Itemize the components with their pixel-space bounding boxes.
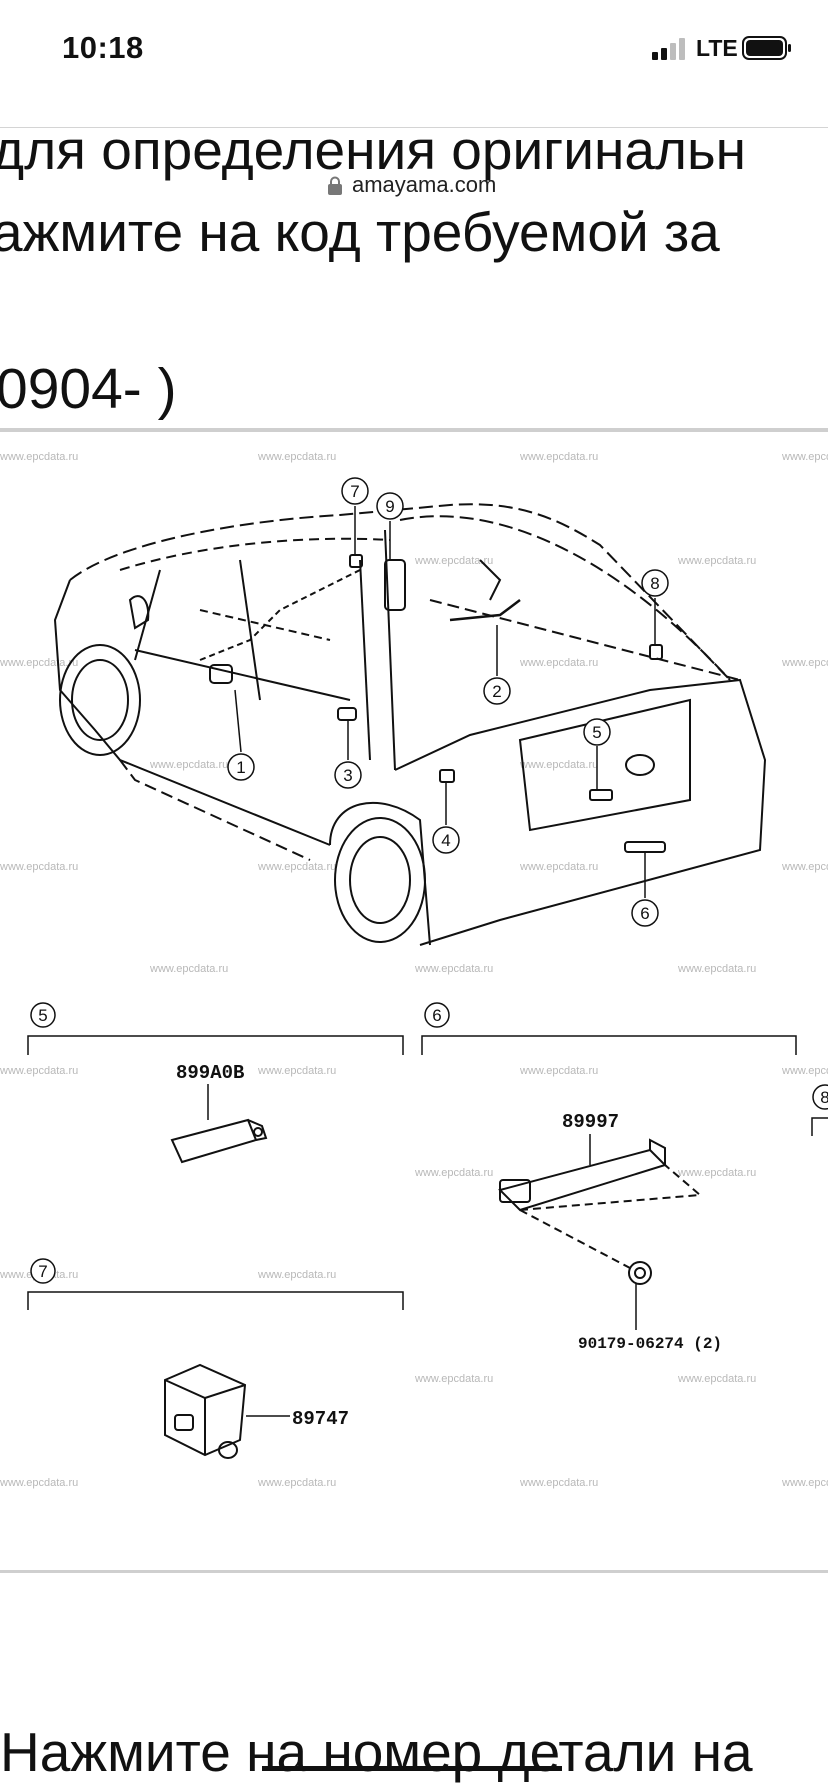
url-text[interactable]: amayama.com xyxy=(352,172,497,197)
footer-overlay-bar xyxy=(262,1766,562,1771)
section-number: 6 xyxy=(432,1006,441,1025)
svg-text:1: 1 xyxy=(236,758,245,777)
watermark: www.epcdata.ru xyxy=(257,1269,336,1281)
watermark: www.epcdata.ru xyxy=(0,1065,78,1077)
section-number: 7 xyxy=(38,1262,47,1281)
section-5[interactable]: 5 899A0B xyxy=(27,1002,404,1164)
watermark: www.epcdata.ru xyxy=(519,657,598,669)
part-number-90179-06274: 90179-06274 (2) xyxy=(578,1335,722,1353)
diagram-top-divider xyxy=(0,428,828,432)
svg-text:9: 9 xyxy=(385,497,394,516)
address-bar-divider xyxy=(0,127,828,128)
watermark: www.epcdata.ru xyxy=(414,1373,493,1385)
section-7[interactable]: 7 89747 xyxy=(27,1258,404,1459)
part-899A0B-drawing xyxy=(170,1118,268,1164)
watermark: www.epcdata.ru xyxy=(0,451,78,463)
watermark: www.epcdata.ru xyxy=(781,861,828,873)
section-number: 8 xyxy=(820,1088,828,1107)
section-number: 5 xyxy=(38,1006,47,1025)
svg-text:3: 3 xyxy=(343,766,352,785)
footer-instruction-text: Нажмите на номер детали на xyxy=(0,1721,753,1783)
callout-7: 7 xyxy=(341,477,369,555)
status-bar: 10:18 LTE xyxy=(0,0,828,88)
watermark: www.epcdata.ru xyxy=(519,451,598,463)
callout-8: 8 xyxy=(641,569,669,645)
part-number-899A0B: 899A0B xyxy=(176,1062,244,1084)
part-89747-drawing xyxy=(164,1363,247,1459)
lock-icon xyxy=(328,176,342,195)
svg-text:6: 6 xyxy=(640,904,649,923)
watermark: www.epcdata.ru xyxy=(781,451,828,463)
watermark: www.epcdata.ru xyxy=(519,861,598,873)
svg-text:7: 7 xyxy=(350,482,359,501)
callout-9: 9 xyxy=(376,492,404,560)
callout-5: 5 xyxy=(583,718,611,790)
model-code-range: 0904- ) xyxy=(0,357,177,421)
svg-text:5: 5 xyxy=(592,723,601,742)
watermark: www.epcdata.ru xyxy=(414,1167,493,1179)
watermark: www.epcdata.ru xyxy=(677,963,756,975)
network-type: LTE xyxy=(696,35,738,61)
signal-icon xyxy=(652,38,685,60)
instruction-text-line-1: для определения оригинальн xyxy=(0,119,747,181)
watermarks: www.epcdata.ru www.epcdata.ru www.epcdat… xyxy=(0,451,828,1489)
svg-text:8: 8 xyxy=(650,574,659,593)
parts-diagram[interactable]: www.epcdata.ru www.epcdata.ru www.epcdat… xyxy=(0,436,828,1566)
part-number-89997: 89997 xyxy=(562,1111,619,1133)
watermark: www.epcdata.ru xyxy=(677,1373,756,1385)
watermark: www.epcdata.ru xyxy=(414,963,493,975)
watermark: www.epcdata.ru xyxy=(149,963,228,975)
svg-text:2: 2 xyxy=(492,682,501,701)
watermark: www.epcdata.ru xyxy=(781,1477,828,1489)
watermark: www.epcdata.ru xyxy=(677,1167,756,1179)
watermark: www.epcdata.ru xyxy=(0,861,78,873)
callout-markers[interactable]: 1 2 3 4 5 6 7 xyxy=(227,477,669,927)
callout-2: 2 xyxy=(483,625,511,705)
watermark: www.epcdata.ru xyxy=(677,555,756,567)
watermark: www.epcdata.ru xyxy=(781,1065,828,1077)
watermark: www.epcdata.ru xyxy=(257,451,336,463)
instruction-text-line-2: ажмите на код требуемой за xyxy=(0,201,720,263)
watermark: www.epcdata.ru xyxy=(0,657,78,669)
callout-1: 1 xyxy=(227,689,255,781)
watermark: www.epcdata.ru xyxy=(149,759,228,771)
section-8[interactable]: 8 xyxy=(811,1084,828,1136)
watermark: www.epcdata.ru xyxy=(257,1065,336,1077)
section-6[interactable]: 6 89997 90179-06274 (2) xyxy=(421,1002,797,1353)
watermark: www.epcdata.ru xyxy=(519,1477,598,1489)
callout-3: 3 xyxy=(334,720,362,789)
watermark: www.epcdata.ru xyxy=(257,861,336,873)
watermark: www.epcdata.ru xyxy=(257,1477,336,1489)
battery-icon xyxy=(742,36,791,60)
watermark: www.epcdata.ru xyxy=(781,657,828,669)
car-illustration xyxy=(53,503,767,946)
address-bar[interactable]: amayama.com xyxy=(0,86,828,197)
watermark: www.epcdata.ru xyxy=(519,759,598,771)
part-number-89747: 89747 xyxy=(292,1408,349,1430)
clock: 10:18 xyxy=(62,30,144,65)
svg-text:4: 4 xyxy=(441,831,450,850)
callout-6: 6 xyxy=(631,852,659,927)
watermark: www.epcdata.ru xyxy=(414,555,493,567)
diagram-bottom-divider xyxy=(0,1570,828,1573)
watermark: www.epcdata.ru xyxy=(519,1065,598,1077)
part-89997-drawing xyxy=(498,1138,703,1285)
callout-4: 4 xyxy=(432,782,460,854)
watermark: www.epcdata.ru xyxy=(0,1477,78,1489)
